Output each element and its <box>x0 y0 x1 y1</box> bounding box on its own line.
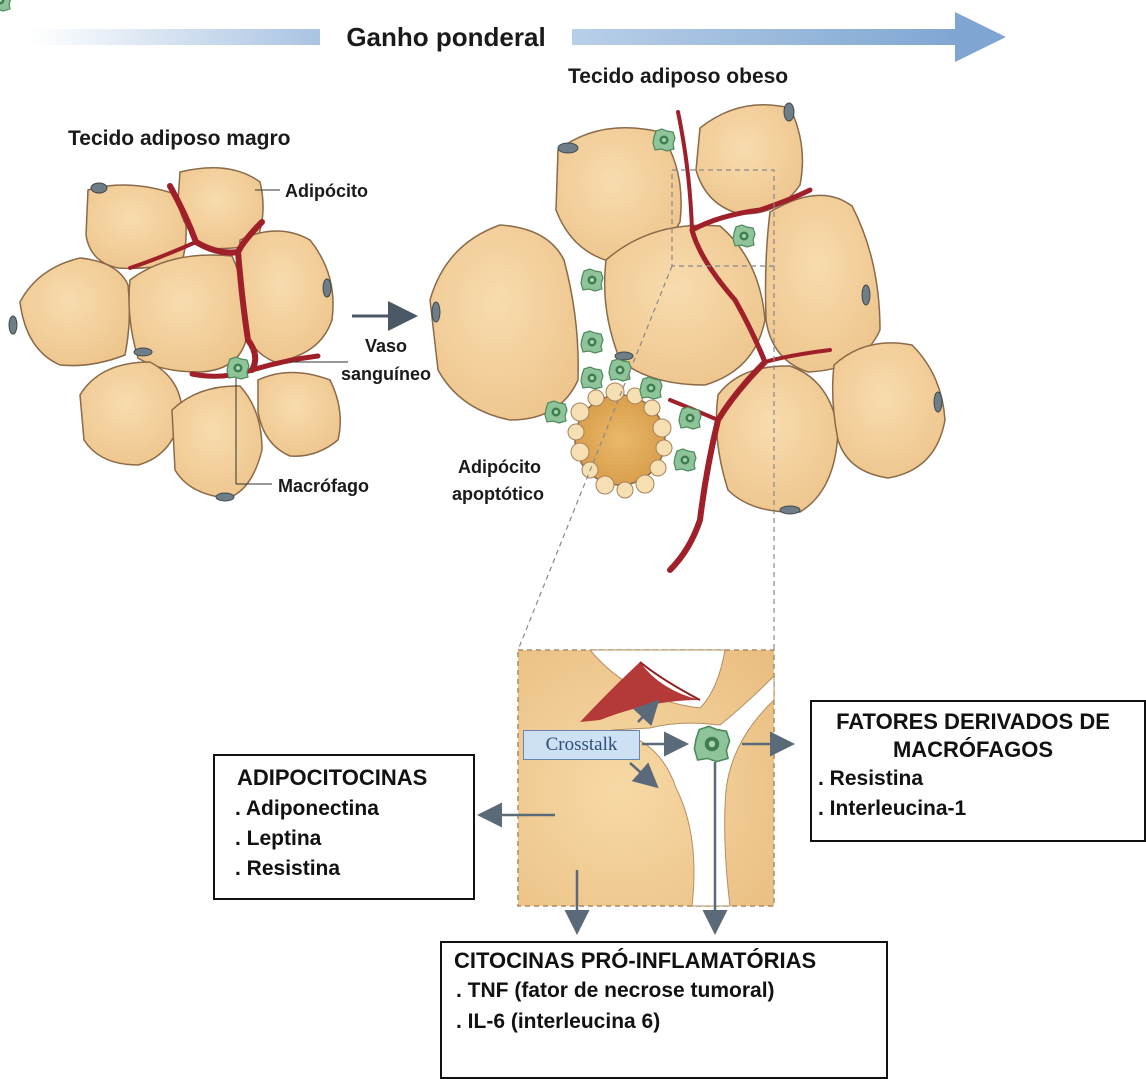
vessel-label-line1: Vaso <box>365 336 407 356</box>
obese-cell-4 <box>605 225 765 385</box>
apoptotic-label-line2: apoptótico <box>452 484 544 504</box>
obese-cell-2 <box>696 105 802 214</box>
adipocitocinas-item: . Resistina <box>235 854 473 884</box>
obese-cell-3 <box>430 225 578 420</box>
obese-cell-6 <box>716 366 838 512</box>
macrophage-label: Macrófago <box>278 476 369 496</box>
lean-cell-6 <box>80 362 182 465</box>
macrophage-factors-item: . Interleucina-1 <box>818 794 1144 824</box>
vessel-label-line2: sanguíneo <box>341 364 431 384</box>
adipocitocinas-item: . Leptina <box>235 824 473 854</box>
macrophage-factors-title-line2: MACRÓFAGOS <box>818 736 1144 764</box>
obese-tissue-label: Tecido adiposo obeso <box>568 65 788 88</box>
crosstalk-label: Crosstalk <box>523 730 640 760</box>
proinflammatory-cytokines-item: . TNF (fator de necrose tumoral) <box>454 975 886 1006</box>
lean-cell-5 <box>240 231 334 362</box>
proinflammatory-cytokines-title: CITOCINAS PRÓ-INFLAMATÓRIAS <box>454 947 886 975</box>
banner-title: Ganho ponderal <box>346 22 545 52</box>
obese-cell-5 <box>766 195 881 372</box>
lean-cell-1 <box>86 185 186 268</box>
lean-cell-7 <box>172 386 262 498</box>
macrophage-factors-item: . Resistina <box>818 764 1144 794</box>
lean-tissue-label: Tecido adiposo magro <box>68 127 290 150</box>
apoptotic-label-line1: Adipócito <box>458 457 541 477</box>
lean-tissue-cluster <box>20 168 340 498</box>
adipocyte-label: Adipócito <box>285 181 368 201</box>
proinflammatory-cytokines-item: . IL-6 (interleucina 6) <box>454 1006 886 1037</box>
lean-cell-8 <box>258 373 340 457</box>
obese-cell-7 <box>833 343 945 478</box>
adipocitocinas-title: ADIPOCITOCINAS <box>237 764 473 792</box>
adipocitocinas-item: . Adiponectina <box>235 794 473 824</box>
adipocitocinas-box: ADIPOCITOCINAS . Adiponectina . Leptina … <box>213 754 475 900</box>
lean-cell-3 <box>20 258 129 366</box>
proinflammatory-cytokines-box: CITOCINAS PRÓ-INFLAMATÓRIAS . TNF (fator… <box>440 941 888 1079</box>
apoptotic-adipocyte <box>568 383 672 498</box>
macrophage-factors-title-line1: FATORES DERIVADOS DE <box>818 708 1144 736</box>
macrophage-factors-box: FATORES DERIVADOS DE MACRÓFAGOS . Resist… <box>810 700 1146 842</box>
lean-macrophage-icon <box>227 357 249 379</box>
